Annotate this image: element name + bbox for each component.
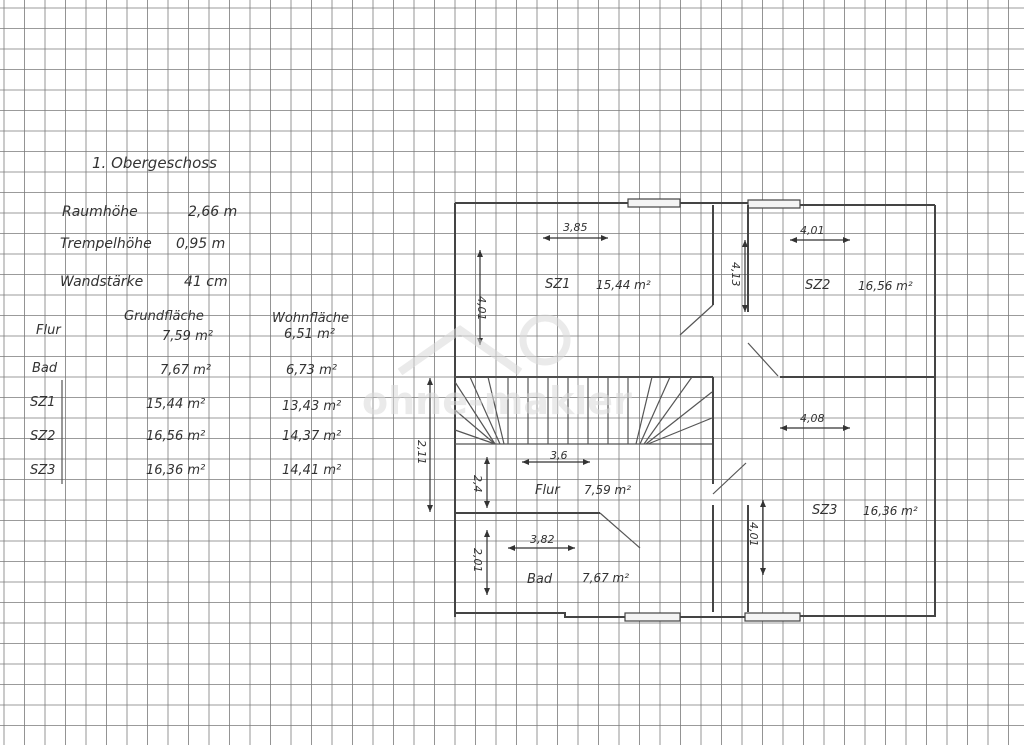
watermark-pin-icon [519,314,571,366]
arrow-icon [484,457,490,464]
arrow-icon [427,378,433,385]
arrow-icon [484,501,490,508]
dim-label-sz3-height: 4,01 [747,522,760,547]
table-room-flur: Flur [36,323,62,338]
stair-winder [635,376,653,445]
watermark-house-icon [397,325,523,376]
stair-winder [454,409,496,445]
window-bottom-bad [624,612,681,622]
table-wohn-flur: 6,51 m² [284,327,335,342]
stair-winder [454,381,496,445]
dim-label-sz1-height: 4,01 [475,296,488,321]
arrow-icon [760,500,766,507]
arrow-icon [484,588,490,595]
spec-label-wall-thickness: Wandstärke [60,274,143,290]
table-grund-flur: 7,59 m² [162,329,213,344]
stair-winder [454,429,496,445]
arrow-icon [601,235,608,241]
dim-label-sz2-height: 4,13 [729,262,742,287]
dim-label-stair-height: 2,11 [415,440,428,465]
table-room-bad: Bad [32,361,58,376]
floor-heading: 1. Obergeschoss [92,154,217,172]
room-area-bad: 7,67 m² [582,571,629,585]
table-grund-sz3: 16,36 m² [146,463,205,478]
staircase [454,376,713,445]
table-grund-sz2: 16,56 m² [146,429,205,444]
stair-winder [487,376,505,445]
door-sz3 [712,462,747,495]
arrow-icon [484,530,490,537]
room-name-sz1: SZ1 [545,277,570,292]
room-name-bad: Bad [527,572,553,587]
table-room-sz1: SZ1 [30,395,55,410]
table-room-sz2: SZ2 [30,429,55,444]
room-area-sz2: 16,56 m² [858,279,913,293]
room-area-sz1: 15,44 m² [596,278,651,292]
stair-winder [645,391,713,445]
arrow-icon [583,459,590,465]
room-name-sz2: SZ2 [805,278,830,293]
arrow-icon [843,237,850,243]
stair-winder [643,376,693,445]
spec-value-room-height: 2,66 m [188,204,237,220]
dim-label-sz2-width: 4,01 [800,224,825,237]
door-sz2 [747,342,779,377]
table-wohn-sz2: 14,37 m² [282,429,341,444]
table-grund-bad: 7,67 m² [160,363,211,378]
dim-label-flur-width: 3,6 [550,449,568,462]
watermark: ohne-makler [362,314,632,423]
table-header-grundflaeche: Grundfläche [124,309,204,324]
spec-value-wall-thickness: 41 cm [184,274,228,290]
arrow-icon [477,250,483,257]
arrow-icon [508,545,515,551]
dim-label-bad-width: 3,82 [530,533,555,546]
stair-winder [469,376,501,445]
arrow-icon [543,235,550,241]
watermark-text: ohne-makler [362,379,632,423]
arrow-icon [522,459,529,465]
arrow-icon [427,505,433,512]
table-wohn-bad: 6,73 m² [286,363,337,378]
room-area-flur: 7,59 m² [584,483,631,497]
room-name-flur: Flur [535,483,561,498]
dim-label-sz1-width: 3,85 [563,221,588,234]
room-area-sz3: 16,36 m² [863,504,918,518]
arrow-icon [760,568,766,575]
arrow-icon [790,237,797,243]
stair-winder [639,376,671,445]
stair-winder [647,417,713,445]
spec-label-knee-wall: Trempelhöhe [60,236,152,252]
table-room-sz3: SZ3 [30,463,55,478]
table-grund-sz1: 15,44 m² [146,397,205,412]
outer-wall-bottom-left [455,612,625,618]
arrow-icon [568,545,575,551]
table-wohn-sz3: 14,41 m² [282,463,341,478]
room-name-sz3: SZ3 [812,503,837,518]
arrow-icon [843,425,850,431]
arrow-icon [742,240,748,247]
spec-value-knee-wall: 0,95 m [176,236,225,252]
door-bad [599,512,641,549]
table-wohn-sz1: 13,43 m² [282,399,341,414]
dim-label-flur-height: 2,4 [471,475,484,493]
window-top-sz2 [747,199,801,209]
arrow-icon [780,425,787,431]
window-top-sz1 [627,198,681,208]
window-bottom-sz3 [744,612,801,622]
spec-label-room-height: Raumhöhe [62,204,138,220]
door-sz1 [679,304,714,336]
table-header-wohnflaeche: Wohnfläche [272,311,349,326]
dim-label-bad-height: 2,01 [471,548,484,573]
dim-label-sz3-width: 4,08 [800,412,825,425]
arrow-icon [742,305,748,312]
